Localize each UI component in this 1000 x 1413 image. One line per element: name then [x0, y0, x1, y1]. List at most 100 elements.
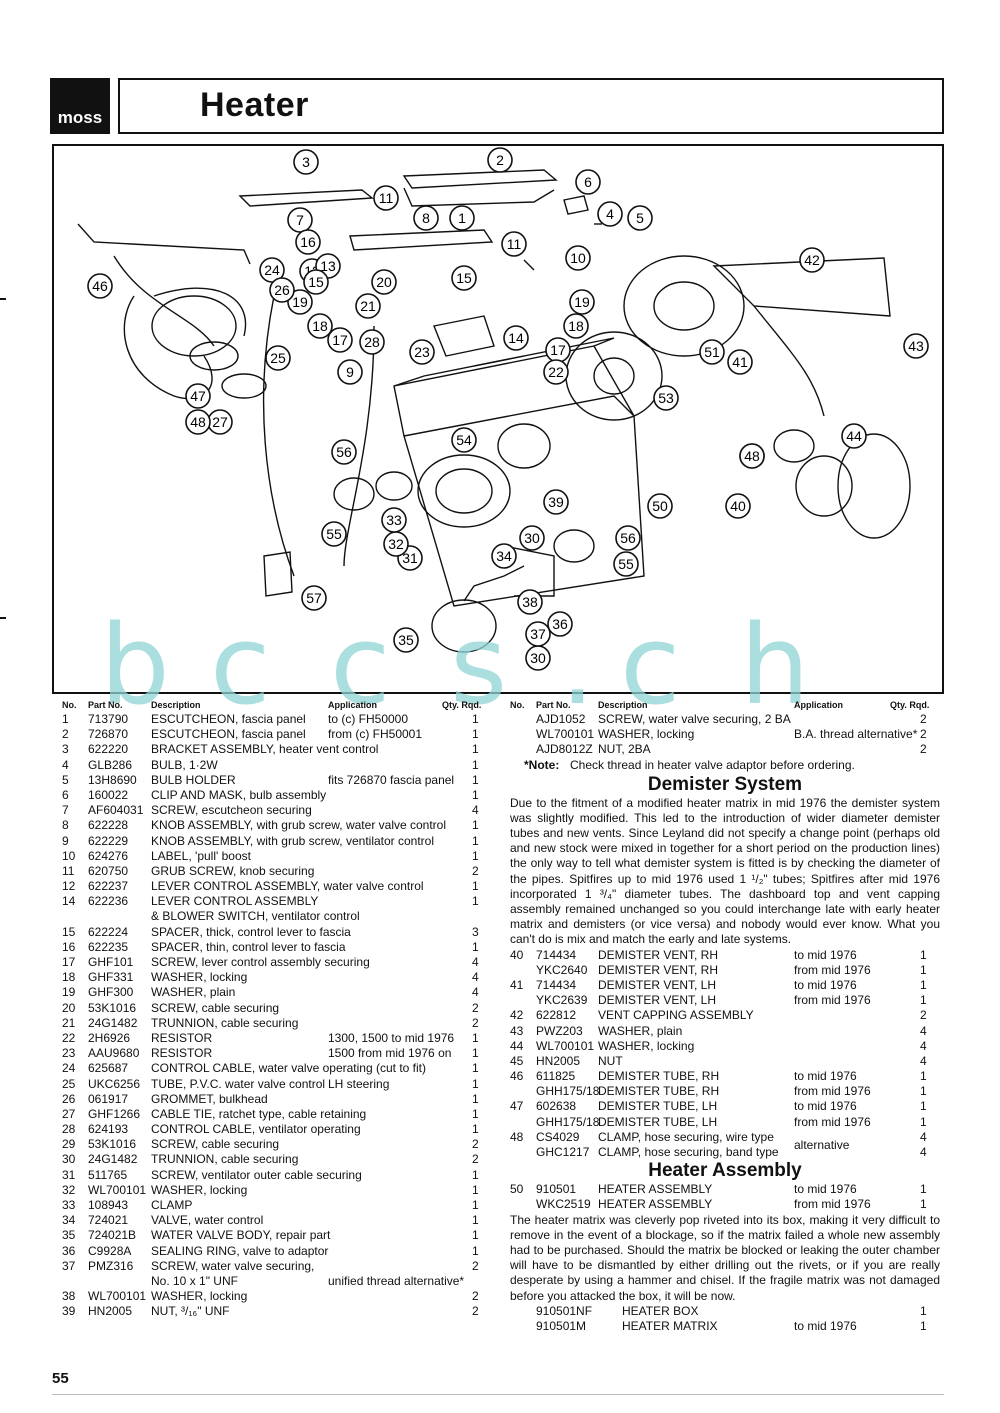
svg-text:31: 31: [402, 550, 418, 566]
cell-no: 18: [62, 970, 76, 985]
svg-text:37: 37: [530, 626, 546, 642]
cell-no: 46: [510, 1069, 524, 1084]
cell-desc: GRUB SCREW, knob securing: [151, 863, 315, 878]
heater-box-shape: [393, 345, 645, 607]
callout-14: 14: [503, 325, 529, 351]
cell-app: to mid 1976: [794, 947, 857, 962]
callout-15: 15: [303, 269, 329, 295]
cell-no: 3: [62, 742, 69, 757]
bracket-3-shape: [238, 189, 374, 207]
cell-qty: 2: [472, 863, 479, 878]
svg-text:7: 7: [296, 212, 304, 228]
svg-text:18: 18: [568, 318, 584, 334]
callout-19: 19: [287, 289, 313, 315]
callout-16: 16: [295, 229, 321, 255]
cell-desc: RESISTOR: [151, 1030, 213, 1045]
cell-part: 2H6926: [88, 1030, 131, 1045]
callout-44: 44: [841, 423, 867, 449]
svg-text:1: 1: [458, 210, 466, 226]
svg-text:15: 15: [308, 274, 324, 290]
svg-text:18: 18: [312, 318, 328, 334]
cell-desc: DEMISTER TUBE, RH: [598, 1084, 720, 1099]
cell-desc: DEMISTER TUBE, LH: [598, 1114, 718, 1129]
cell-part: 53K1016: [88, 1137, 137, 1152]
cell-app: LH steering: [328, 1076, 390, 1091]
cell-no: 43: [510, 1023, 524, 1038]
cell-part: 24G1482: [88, 1015, 138, 1030]
callout-20: 20: [371, 269, 397, 295]
cell-desc: WASHER, locking: [151, 1289, 248, 1304]
callout-55: 55: [321, 521, 347, 547]
cell-qty: 4: [920, 1145, 927, 1160]
cell-no: 36: [62, 1243, 76, 1258]
svg-text:11: 11: [507, 236, 522, 252]
bottom-rule: [52, 1394, 944, 1395]
cell-qty: 4: [920, 1023, 927, 1038]
cell-part: GHH175/18: [536, 1084, 600, 1099]
callout-55: 55: [613, 551, 639, 577]
cell-desc: HEATER BOX: [622, 1303, 699, 1318]
cell-desc: WASHER, plain: [151, 985, 236, 1000]
cell-qty: 3: [472, 924, 479, 939]
cell-part: 624276: [88, 848, 129, 863]
cell-qty: 4: [472, 955, 479, 969]
cell-part: 910501: [536, 1182, 577, 1197]
svg-text:54: 54: [456, 432, 472, 448]
cell-app: from mid 1976: [794, 1114, 871, 1129]
lever-bracket-shape: [349, 229, 494, 251]
cell-no: 4: [62, 757, 69, 772]
cell-no: 19: [62, 985, 76, 1000]
watermark-letter: c: [330, 601, 391, 729]
cell-no: 28: [62, 1122, 76, 1137]
cell-qty: 1: [920, 1099, 927, 1114]
right-hose-shape: [837, 433, 911, 539]
cell-desc: VALVE, water control: [151, 1213, 264, 1228]
svg-text:5: 5: [636, 210, 644, 226]
cell-qty: 1: [920, 1197, 927, 1212]
cell-app: to mid 1976: [794, 1069, 857, 1084]
cell-desc: DEMISTER TUBE, LH: [598, 1099, 718, 1114]
callout-1: 1: [449, 205, 475, 231]
callout-4: 4: [597, 201, 623, 227]
cell-part: 622220: [88, 742, 129, 757]
cell-app: to mid 1976: [794, 1319, 857, 1333]
callout-56: 56: [615, 525, 641, 551]
cell-app: unified thread alternative*: [328, 1273, 465, 1288]
cell-part: 13H8690: [88, 772, 137, 787]
callout-57: 57: [301, 585, 327, 611]
parts-table-right: No. Part No. Description Application Qty…: [510, 696, 940, 1334]
cell-part: 622236: [88, 894, 129, 909]
cell-qty: 1: [472, 742, 479, 757]
cell-desc: TRUNNION, cable securing: [151, 1152, 299, 1167]
callout-26: 26: [269, 277, 295, 303]
blower-motor-shape: [623, 255, 745, 357]
cell-part: 910501M: [536, 1319, 587, 1333]
svg-text:43: 43: [908, 338, 924, 354]
cell-no: 40: [510, 947, 524, 962]
callout-32: 32: [383, 531, 409, 557]
cell-desc: KNOB ASSEMBLY, with grub screw, ventilat…: [151, 833, 435, 848]
svg-text:55: 55: [618, 556, 634, 572]
cell-qty: 1: [920, 947, 927, 962]
cell-qty: 1: [920, 1319, 927, 1333]
page-title: Heater: [200, 86, 309, 124]
header-desc: Description: [598, 700, 648, 710]
callout-27: 27: [207, 409, 233, 435]
callout-39: 39: [543, 489, 569, 515]
callout-25: 25: [265, 345, 291, 371]
cell-qty: 1: [472, 1182, 479, 1197]
cell-desc: WASHER, locking: [598, 1038, 695, 1053]
left-vent-shape: [77, 223, 251, 265]
cell-app: from mid 1976: [794, 1084, 871, 1099]
cell-app: 1300, 1500 to mid 1976: [328, 1030, 455, 1045]
